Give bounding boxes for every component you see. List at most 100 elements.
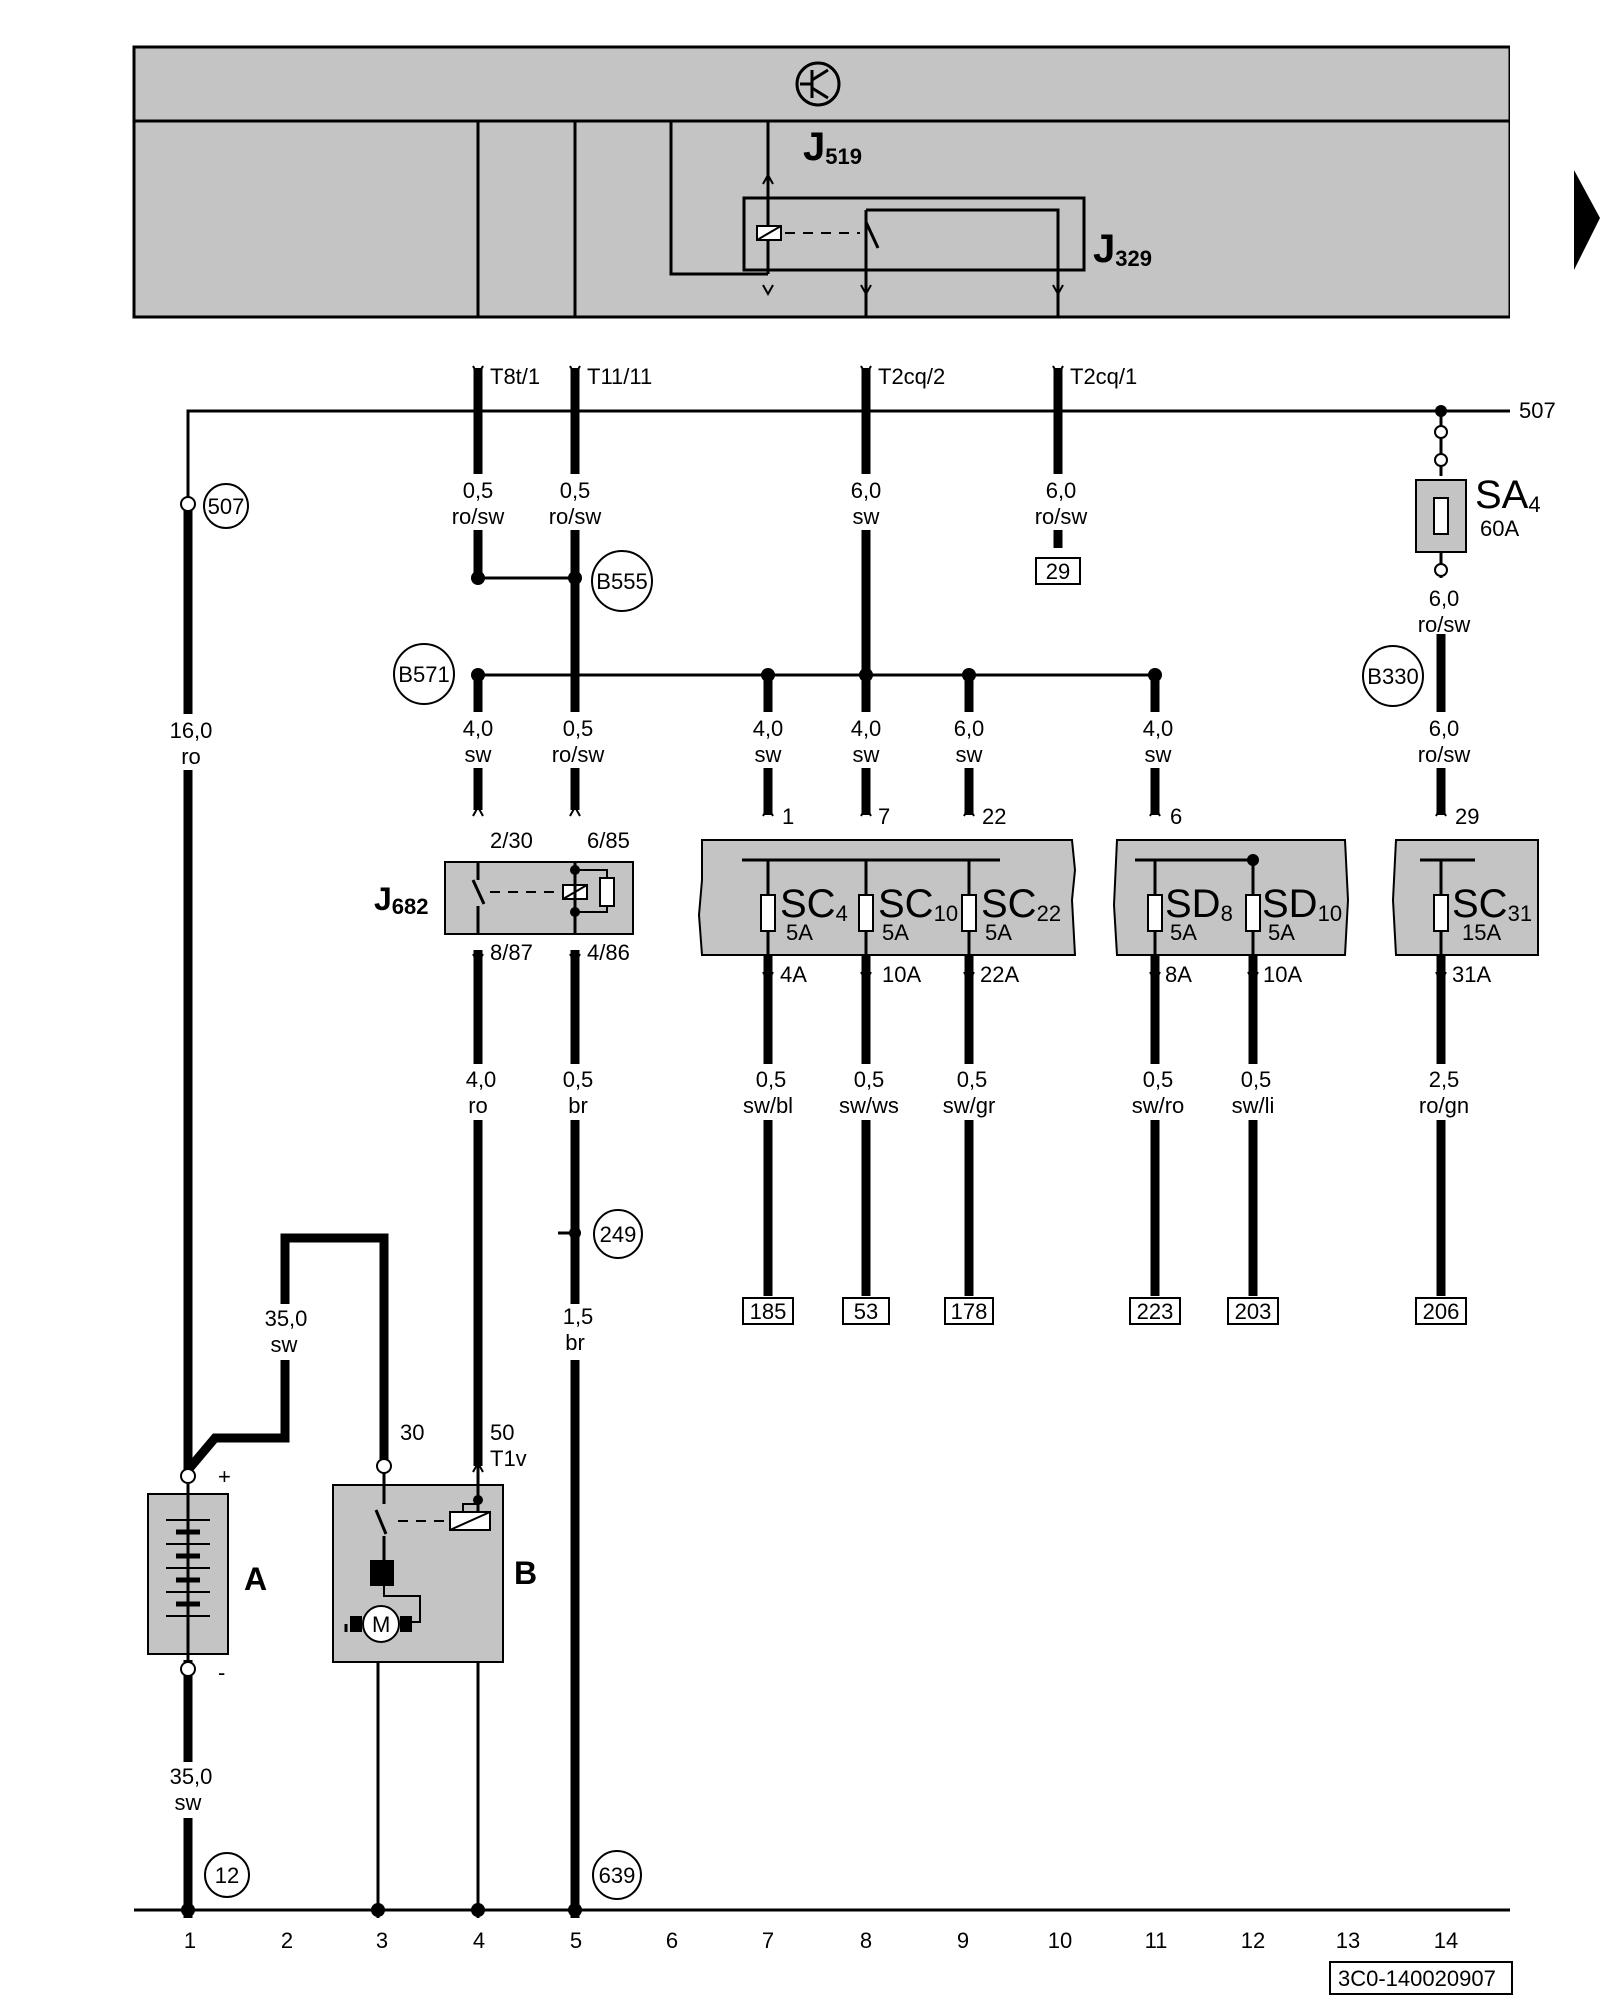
- wire-label-size: 6,0: [1429, 586, 1460, 611]
- wire-label-color: ro: [468, 1093, 488, 1118]
- fuse-sd8-label: SD8: [1165, 882, 1233, 926]
- track-number: 14: [1434, 1928, 1458, 1953]
- fuse-pin-out-31a: 31A: [1452, 962, 1491, 987]
- wire-label-color: sw/gr: [943, 1093, 996, 1118]
- fuse-pin-in-7: 7: [878, 804, 890, 829]
- fuse-pin-out-10a: 10A: [882, 962, 921, 987]
- ground-b571: B571: [398, 662, 449, 687]
- ground-b555: B555: [596, 569, 647, 594]
- wire-label-color: sw: [175, 1790, 202, 1815]
- wire-label-color: ro/sw: [552, 742, 605, 767]
- ground-639: 639: [599, 1863, 636, 1888]
- wire-label-color: ro/sw: [1035, 504, 1088, 529]
- wire-label-size: 6,0: [851, 478, 882, 503]
- wire-label-size: 0,5: [563, 1067, 594, 1092]
- fuse-sc4-label: SC4: [780, 882, 848, 926]
- reference-boxes: [742, 557, 1467, 1325]
- starter-label: B: [514, 1555, 537, 1591]
- wire-label-size: 0,5: [854, 1067, 885, 1092]
- wire-label-size: 4,0: [463, 716, 494, 741]
- fuse-pin-out-22a: 22A: [980, 962, 1019, 987]
- ref-29: 29: [1046, 559, 1070, 584]
- wire-label-size: 0,5: [756, 1067, 787, 1092]
- j682-relay: [444, 861, 634, 935]
- ground-507: 507: [208, 494, 245, 519]
- reference-labels: 29 185 53 178 223 203 206: [750, 559, 1460, 1324]
- wire-label-size: 6,0: [1046, 478, 1077, 503]
- wire-labels: 0,5 ro/sw 0,5 ro/sw 6,0 sw 6,0 ro/sw 16,…: [170, 478, 1471, 1815]
- fuse-pin-out-8a: 8A: [1165, 962, 1192, 987]
- ref-206: 206: [1423, 1299, 1460, 1324]
- next-page-arrow-icon[interactable]: [1574, 170, 1600, 270]
- fuse-box-sd: [1112, 839, 1350, 956]
- wire-label-size: 1,5: [563, 1304, 594, 1329]
- track-number: 6: [666, 1928, 678, 1953]
- wire-label-color: sw: [853, 742, 880, 767]
- wire-label-color: sw: [465, 742, 492, 767]
- battery-plus-label: +: [218, 1464, 231, 1489]
- fuse-sc4-rating: 5A: [786, 920, 813, 945]
- ref-203: 203: [1235, 1299, 1272, 1324]
- track-number: 7: [762, 1928, 774, 1953]
- track-number: 2: [281, 1928, 293, 1953]
- wire-label-color: sw/ws: [839, 1093, 899, 1118]
- wire-label-color: br: [568, 1093, 588, 1118]
- track-number: 8: [860, 1928, 872, 1953]
- wire-label-size: 4,0: [851, 716, 882, 741]
- wire-label-color: br: [565, 1330, 585, 1355]
- motor-symbol: M: [372, 1612, 390, 1637]
- wire-label-color: sw: [853, 504, 880, 529]
- track-number: 11: [1145, 1928, 1168, 1953]
- splice-points: [181, 405, 1447, 1917]
- track-numbers: 1 2 3 4 5 6 7 8 9 10 11 12 13 14: [184, 1928, 1458, 1953]
- wire-label-size: 0,5: [1143, 1067, 1174, 1092]
- wire-label-size: 6,0: [954, 716, 985, 741]
- ground-b330: B330: [1367, 664, 1418, 689]
- thick-wiring: [183, 368, 1446, 1918]
- electronic-symbol-icon: [795, 61, 841, 107]
- starter-term50-connector: T1v: [490, 1446, 527, 1471]
- j682-pin-6-85: 6/85: [587, 828, 630, 853]
- fuse-box-sc31: [1391, 839, 1539, 956]
- fuse-pin-in-1: 1: [782, 804, 794, 829]
- fuse-sc10-rating: 5A: [882, 920, 909, 945]
- thin-wiring: [134, 409, 1510, 1918]
- connector-t2cq2: T2cq/2: [878, 364, 945, 389]
- control-unit-internal-wiring: [476, 121, 1086, 317]
- starter-term50: 50: [490, 1420, 514, 1445]
- wire-label-color: sw: [1145, 742, 1172, 767]
- ref-223: 223: [1137, 1299, 1174, 1324]
- wire-label-size: 0,5: [957, 1067, 988, 1092]
- fuse-sd10-label: SD10: [1262, 882, 1342, 926]
- track-number: 5: [570, 1928, 582, 1953]
- battery-minus-label: -: [218, 1660, 225, 1685]
- ref-53: 53: [854, 1299, 878, 1324]
- battery-a: [147, 1468, 229, 1677]
- fuse-pin-in-29: 29: [1455, 804, 1479, 829]
- sa4-fuse: [1415, 425, 1467, 577]
- fuse-sc31-rating: 15A: [1462, 920, 1501, 945]
- wire-label-size: 0,5: [463, 478, 494, 503]
- wire-label-size: 0,5: [563, 716, 594, 741]
- sa4-rating: 60A: [1480, 516, 1519, 541]
- connector-t2cq1: T2cq/1: [1070, 364, 1137, 389]
- wire-label-size: 35,0: [170, 1764, 213, 1789]
- wire-label-size: 35,0: [265, 1306, 308, 1331]
- fuse-box-sc: [697, 839, 1077, 956]
- battery-label: A: [244, 1561, 267, 1597]
- j329-label: J329: [1093, 227, 1152, 271]
- track-number: 10: [1048, 1928, 1072, 1953]
- wire-label-size: 2,5: [1429, 1067, 1460, 1092]
- wire-label-size: 16,0: [170, 718, 213, 743]
- fuse-sc22-label: SC22: [981, 882, 1061, 926]
- wire-label-size: 4,0: [1143, 716, 1174, 741]
- wire-label-color: ro/gn: [1419, 1093, 1469, 1118]
- wire-label-color: sw: [755, 742, 782, 767]
- fuse-pin-out-10a-2: 10A: [1263, 962, 1302, 987]
- track-number: 1: [184, 1928, 196, 1953]
- wire-label-color: sw/bl: [743, 1093, 793, 1118]
- doc-id-box: [1329, 1961, 1513, 1995]
- fuse-pin-in-6: 6: [1170, 804, 1182, 829]
- track-number: 13: [1336, 1928, 1360, 1953]
